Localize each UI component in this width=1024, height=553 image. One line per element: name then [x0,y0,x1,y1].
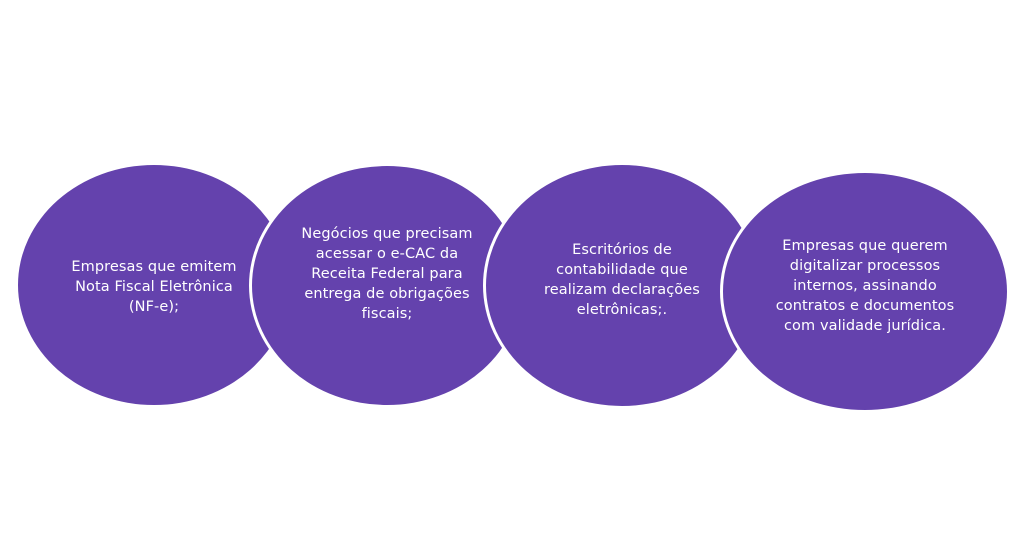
bubble-nfe-text: Empresas que emitem Nota Fiscal Eletrôni… [71,259,237,315]
bubble-digital-signature-text: Empresas que querem digitalizar processo… [775,237,955,334]
bubble-ecac-text: Negócios que precisam acessar o e-CAC da… [301,225,473,322]
bubble-accounting-text: Escritórios de contabilidade que realiza… [544,241,700,318]
bubble-ecac: Negócios que precisam acessar o e-CAC da… [249,163,525,408]
bubble-accounting: Escritórios de contabilidade que realiza… [483,162,761,409]
bubble-nfe: Empresas que emitem Nota Fiscal Eletrôni… [15,162,293,408]
bubble-digital-signature: Empresas que querem digitalizar processo… [720,170,1010,413]
